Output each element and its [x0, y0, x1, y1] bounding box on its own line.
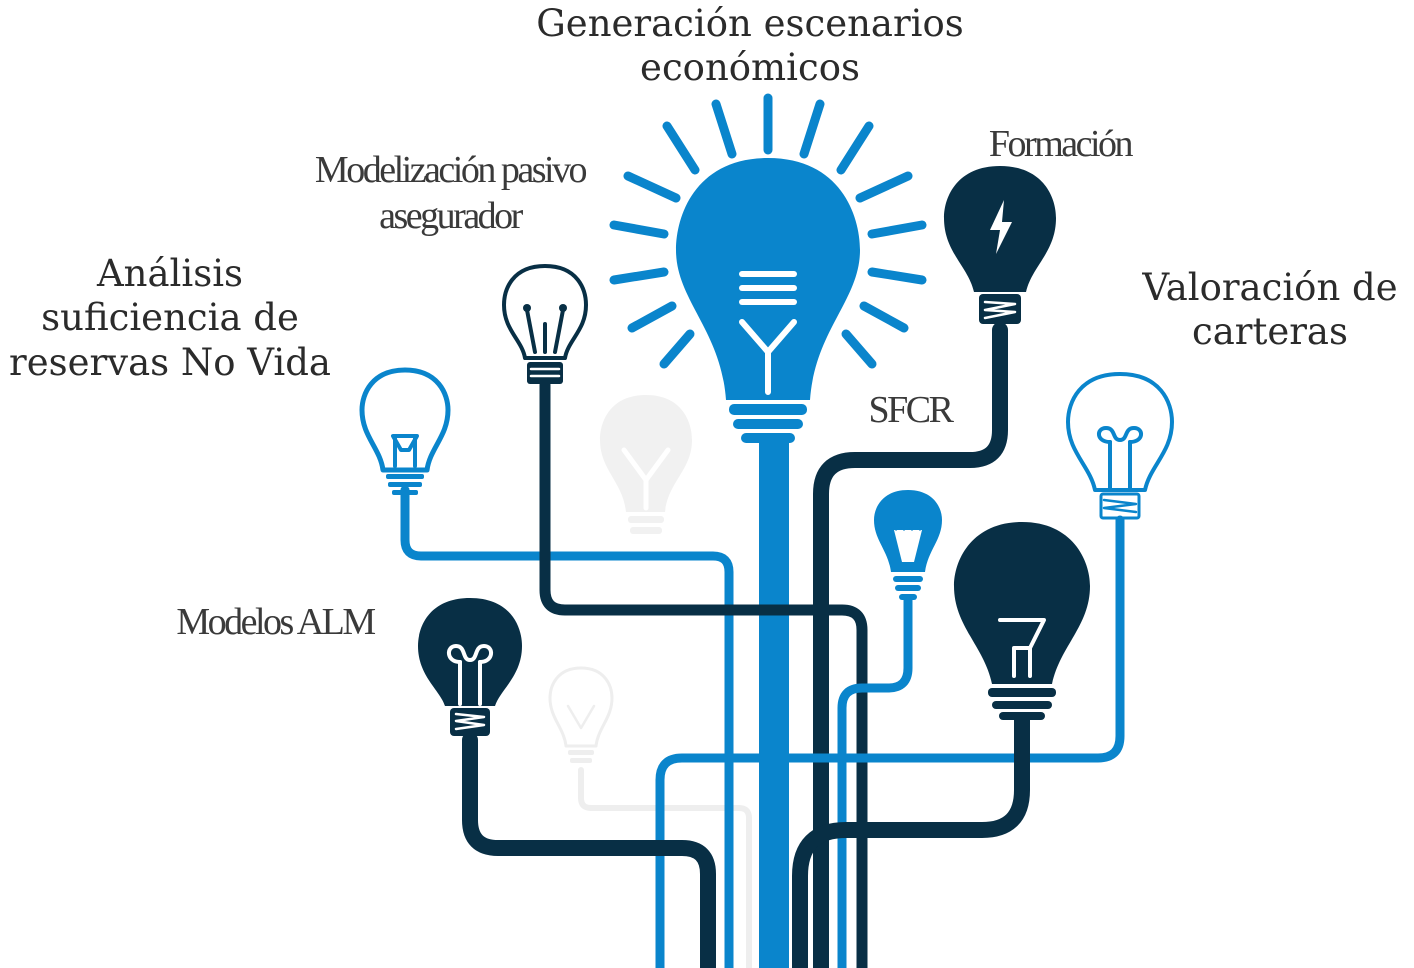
outline-bulb-valoracion-icon — [1066, 372, 1174, 520]
wire-navy-alm — [462, 732, 716, 968]
bulb-big-right-icon — [954, 522, 1090, 720]
bulb-formacion-icon — [944, 166, 1056, 324]
wire-blue-left — [400, 485, 734, 968]
ghost-bulb-small-icon — [548, 666, 614, 763]
label-formacion: Formación — [988, 123, 1134, 165]
label-sfcr: SFCR — [868, 389, 954, 431]
label-modelizacion: Modelización pasivo asegurador — [314, 149, 588, 237]
wire-navy-formacion — [813, 322, 1008, 968]
bulb-sfcr-icon — [874, 490, 942, 600]
outline-bulb-analisis-icon — [359, 367, 451, 495]
central-bulb-icon — [609, 93, 927, 443]
wire-navy-big-right — [792, 712, 1030, 968]
outline-bulb-modelizacion-icon — [502, 264, 588, 384]
wire-blue-sfcr — [837, 595, 913, 968]
label-analisis: Análisis suficiencia de reservas No Vida — [9, 252, 331, 384]
label-generacion: Generación escenarios económicos — [536, 2, 964, 90]
label-alm: Modelos ALM — [176, 601, 376, 643]
ghost-bulb-large-icon — [600, 395, 692, 534]
label-valoracion: Valoración de carteras — [1142, 266, 1398, 354]
wire-ghost-left — [578, 767, 752, 968]
bulb-alm-icon — [418, 598, 522, 736]
wire-blue-valoracion — [655, 515, 1125, 968]
wire-navy-modelizacion — [539, 379, 868, 968]
